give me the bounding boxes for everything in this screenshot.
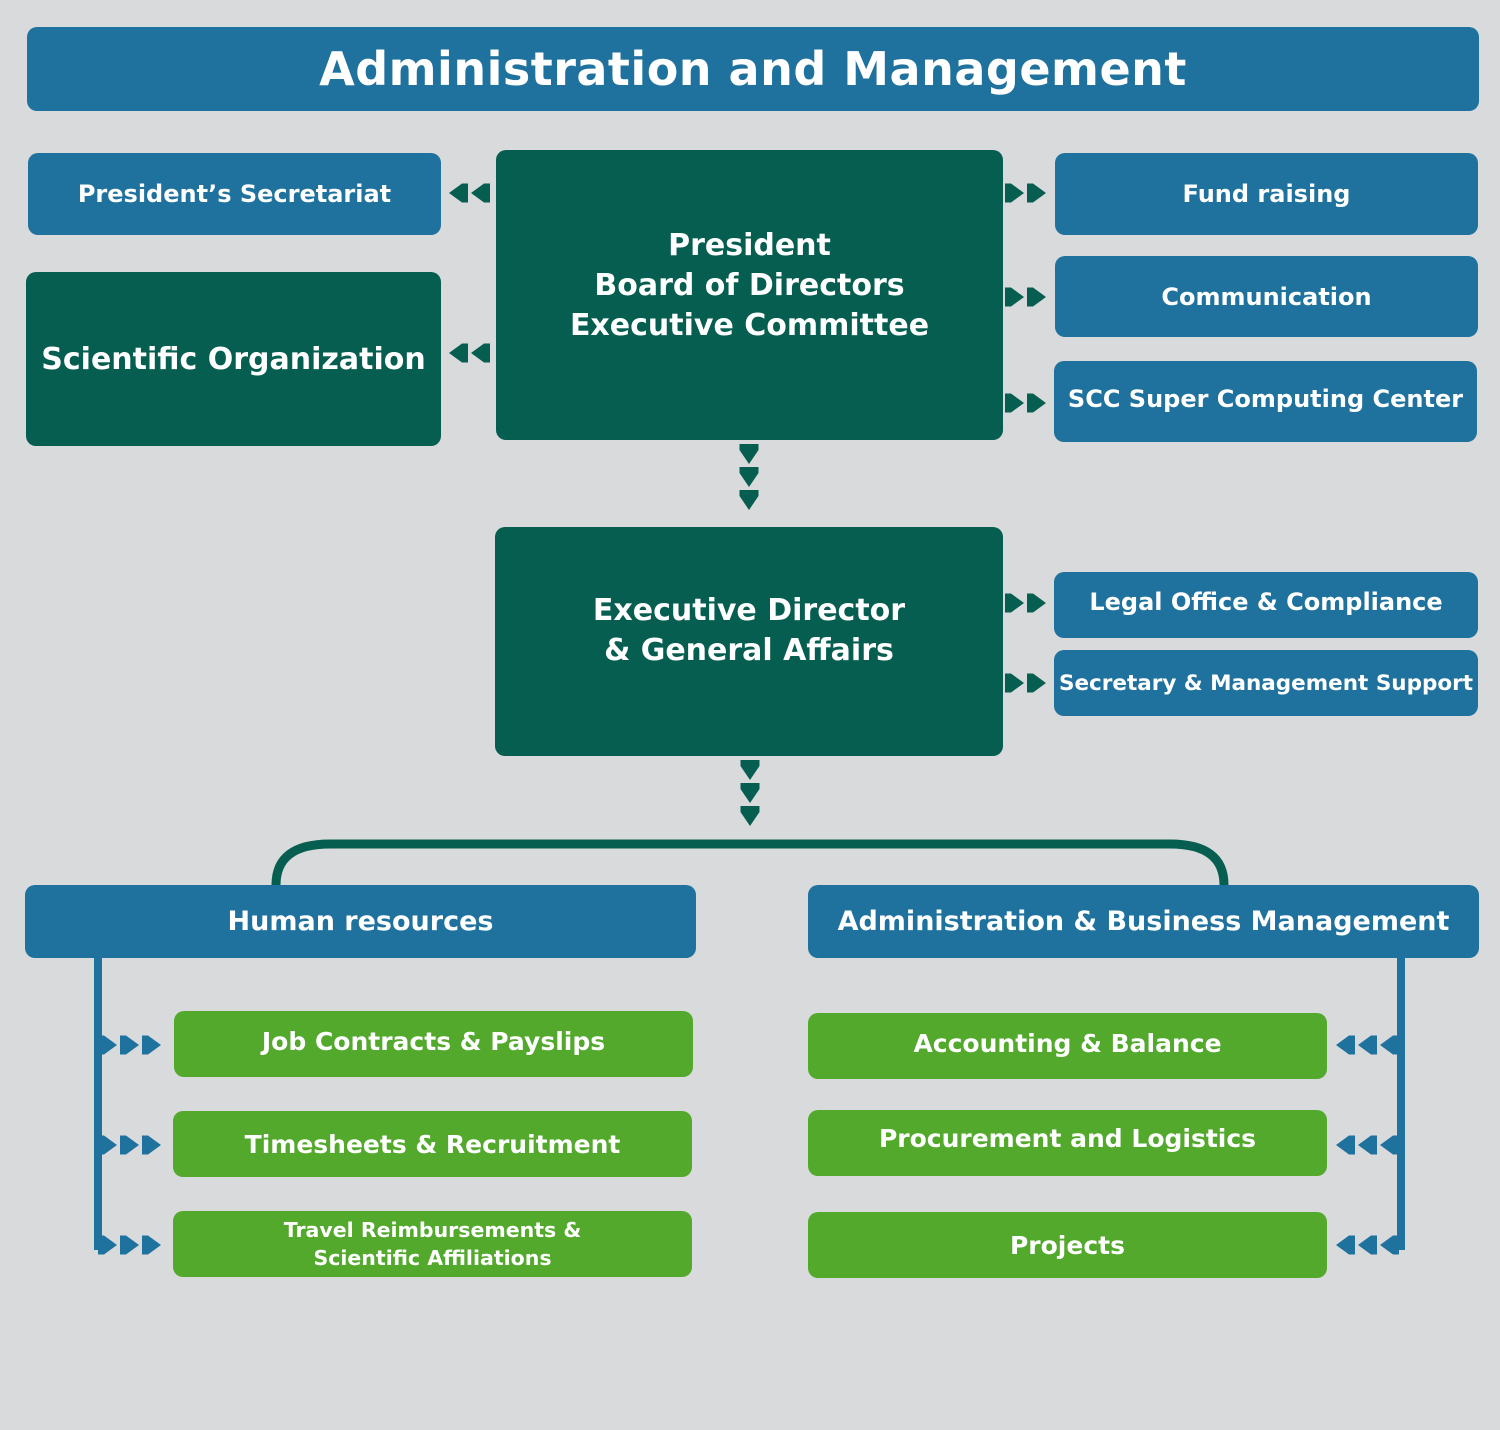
arrow-right-icon xyxy=(1027,183,1046,203)
scientific-affiliations-label: Scientific Affiliations xyxy=(313,1246,552,1270)
arrow-right-icon xyxy=(98,1135,117,1155)
general-affairs-label: & General Affairs xyxy=(604,632,894,668)
arrow-right-icon xyxy=(120,1035,139,1055)
board-of-directors-label: Board of Directors xyxy=(594,268,905,303)
human-resources-label: Human resources xyxy=(227,906,494,937)
communication-label: Communication xyxy=(1161,282,1372,311)
scientific-organization-box: Scientific Organization xyxy=(26,272,441,446)
arrow-down-icon xyxy=(739,490,759,510)
communication-box: Communication xyxy=(1055,256,1478,337)
arrow-right-icon xyxy=(142,1135,161,1155)
arrow-left-icon xyxy=(1336,1035,1355,1055)
arrow-down-icon xyxy=(740,760,760,780)
executive-director-label: Executive Director xyxy=(592,592,906,628)
arrow-left-icon xyxy=(471,183,490,203)
admin-business-label: Administration & Business Management xyxy=(837,906,1450,937)
procurement-box: Procurement and Logistics xyxy=(808,1110,1327,1176)
accounting-label: Accounting & Balance xyxy=(913,1028,1222,1058)
arrow-down-icon xyxy=(740,783,760,803)
admin-business-header: Administration & Business Management xyxy=(808,885,1479,958)
president-label: President xyxy=(668,228,831,263)
arrow-right-icon xyxy=(1027,287,1046,307)
page-title-text: Administration and Management xyxy=(319,42,1187,96)
procurement-label: Procurement and Logistics xyxy=(878,1123,1257,1153)
arrow-right-icon xyxy=(142,1235,161,1255)
arrow-right-icon xyxy=(1027,593,1046,613)
arrow-right-icon xyxy=(120,1135,139,1155)
accounting-box: Accounting & Balance xyxy=(808,1013,1327,1079)
arrow-right-icon xyxy=(1005,593,1024,613)
arrow-left-icon xyxy=(471,343,490,363)
timesheets-box: Timesheets & Recruitment xyxy=(173,1111,692,1177)
secretary-support-label: Secretary & Management Support xyxy=(1058,670,1474,696)
secretary-support-box: Secretary & Management Support xyxy=(1054,650,1478,716)
arrow-left-icon xyxy=(1358,1235,1377,1255)
arrow-left-icon xyxy=(1380,1235,1399,1255)
executive-committee-label: Executive Committee xyxy=(569,308,930,343)
arrow-right-icon xyxy=(1027,673,1046,693)
scc-label: SCC Super Computing Center xyxy=(1067,384,1464,413)
president-box: President Board of Directors Executive C… xyxy=(496,150,1003,440)
arrow-right-icon xyxy=(142,1035,161,1055)
timesheets-label: Timesheets & Recruitment xyxy=(244,1129,621,1159)
human-resources-header: Human resources xyxy=(25,885,696,958)
arrow-right-icon xyxy=(1005,287,1024,307)
arrow-left-icon xyxy=(1336,1135,1355,1155)
arrow-left-icon xyxy=(1380,1135,1399,1155)
travel-reimbursements-label: Travel Reimbursements & xyxy=(283,1218,582,1242)
projects-label: Projects xyxy=(1009,1230,1125,1260)
job-contracts-box: Job Contracts & Payslips xyxy=(174,1011,693,1077)
fund-raising-box: Fund raising xyxy=(1055,153,1478,235)
arrow-left-icon xyxy=(449,343,468,363)
presidents-secretariat-label: President’s Secretariat xyxy=(77,180,392,208)
projects-box: Projects xyxy=(808,1212,1327,1278)
arrow-right-icon xyxy=(98,1235,117,1255)
arrow-right-icon xyxy=(1005,183,1024,203)
arrow-right-icon xyxy=(1005,673,1024,693)
arrow-left-icon xyxy=(1380,1035,1399,1055)
arrow-left-icon xyxy=(1358,1135,1377,1155)
arrow-right-icon xyxy=(98,1035,117,1055)
arrow-down-icon xyxy=(739,467,759,487)
fund-raising-label: Fund raising xyxy=(1182,180,1351,208)
arrow-markers xyxy=(98,183,1399,1255)
arrow-right-icon xyxy=(1005,393,1024,413)
executive-director-box: Executive Director & General Affairs xyxy=(495,527,1003,756)
presidents-secretariat-box: President’s Secretariat xyxy=(28,153,441,235)
arrow-left-icon xyxy=(1336,1235,1355,1255)
branch-connector xyxy=(271,839,1229,886)
arrow-left-icon xyxy=(449,183,468,203)
job-contracts-label: Job Contracts & Payslips xyxy=(261,1026,606,1056)
arrow-left-icon xyxy=(1358,1035,1377,1055)
arrow-down-icon xyxy=(739,444,759,464)
arrow-down-icon xyxy=(740,806,760,826)
arrow-right-icon xyxy=(1027,393,1046,413)
travel-reimbursements-box: Travel Reimbursements & Scientific Affil… xyxy=(173,1211,692,1277)
legal-office-box: Legal Office & Compliance xyxy=(1054,572,1478,638)
page-title: Administration and Management xyxy=(27,27,1479,111)
scientific-organization-label: Scientific Organization xyxy=(41,341,426,377)
arrow-right-icon xyxy=(120,1235,139,1255)
scc-box: SCC Super Computing Center xyxy=(1054,361,1477,442)
legal-office-label: Legal Office & Compliance xyxy=(1089,588,1443,616)
